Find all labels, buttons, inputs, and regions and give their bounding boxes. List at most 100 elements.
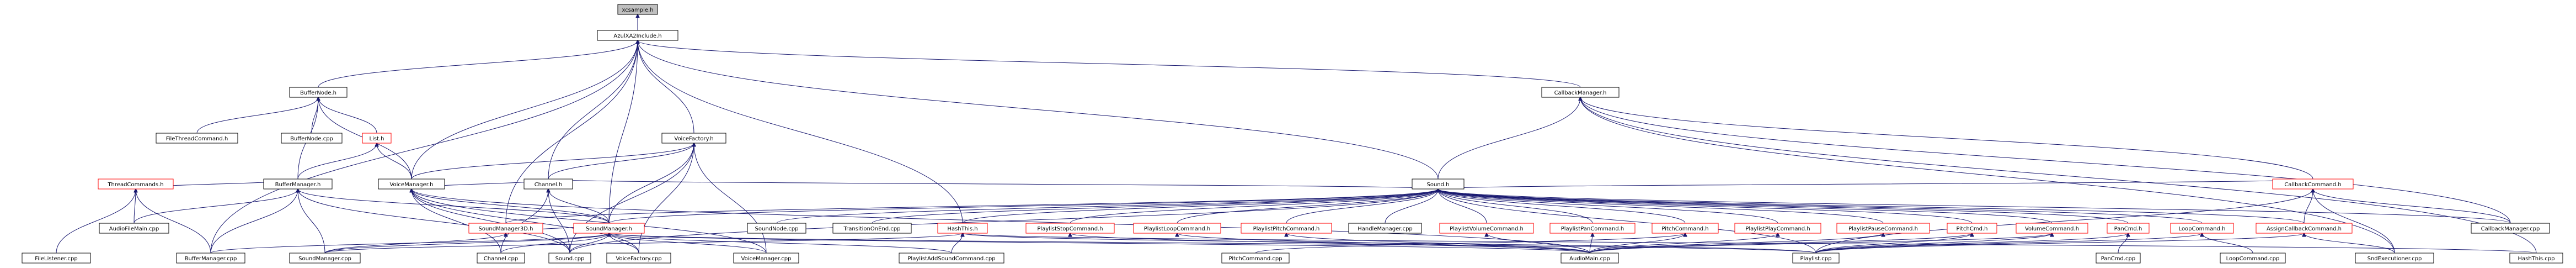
graph-node[interactable]: BufferNode.cpp	[281, 133, 343, 144]
graph-node[interactable]: PlaylistStopCommand.h	[1025, 223, 1115, 234]
graph-node[interactable]: PlaylistVolumeCommand.h	[1439, 223, 1534, 234]
node-box[interactable]	[362, 133, 392, 144]
graph-node[interactable]: AudioFileMain.cpp	[99, 223, 169, 234]
graph-node[interactable]: FileThreadCommand.h	[156, 133, 238, 144]
node-box[interactable]	[1439, 223, 1534, 234]
node-box[interactable]	[2016, 223, 2088, 234]
graph-node[interactable]: VoiceManager.cpp	[733, 253, 799, 264]
graph-node[interactable]: ThreadCommands.h	[98, 178, 174, 190]
node-box[interactable]	[597, 30, 678, 41]
graph-node[interactable]: xcsample.h	[617, 4, 658, 15]
node-box[interactable]	[1549, 223, 1636, 234]
node-box[interactable]	[1221, 253, 1290, 264]
node-box[interactable]	[468, 223, 543, 234]
node-box[interactable]	[747, 223, 806, 234]
node-box[interactable]	[263, 178, 333, 190]
graph-node[interactable]: PlaylistAddSoundCommand.cpp	[899, 253, 1004, 264]
node-box[interactable]	[2509, 253, 2563, 264]
graph-node[interactable]: SoundManager.cpp	[289, 253, 361, 264]
node-box[interactable]	[99, 223, 169, 234]
graph-node[interactable]: PitchCmd.h	[1947, 223, 1997, 234]
graph-node[interactable]: CallbackManager.cpp	[2471, 223, 2550, 234]
node-box[interactable]	[1348, 223, 1422, 234]
graph-node[interactable]: PlaylistPanCommand.h	[1549, 223, 1636, 234]
graph-node[interactable]: VoiceFactory.h	[661, 133, 726, 144]
node-box[interactable]	[2170, 223, 2234, 234]
graph-node[interactable]: BufferNode.h	[289, 87, 348, 98]
node-box[interactable]	[1025, 223, 1115, 234]
graph-node[interactable]: PlaylistLoopCommand.h	[1133, 223, 1221, 234]
node-box[interactable]	[937, 223, 988, 234]
node-box[interactable]	[477, 253, 525, 264]
node-box[interactable]	[661, 133, 726, 144]
graph-node[interactable]: Channel.cpp	[477, 253, 525, 264]
graph-node[interactable]: TransitionOnEnd.cpp	[832, 223, 912, 234]
node-box[interactable]	[832, 223, 912, 234]
graph-node[interactable]: BufferManager.h	[263, 178, 333, 190]
node-box[interactable]	[1560, 253, 1619, 264]
graph-node[interactable]: PlaylistPitchCommand.h	[1241, 223, 1332, 234]
graph-node[interactable]: CallbackManager.h	[1541, 87, 1620, 98]
graph-node[interactable]: PanCmd.h	[2107, 223, 2150, 234]
graph-node[interactable]: PitchCommand.h	[1652, 223, 1719, 234]
graph-node[interactable]: CallbackCommand.h	[2272, 178, 2354, 190]
node-box[interactable]	[1734, 223, 1821, 234]
node-box[interactable]	[156, 133, 238, 144]
graph-node[interactable]: LoopCommand.h	[2170, 223, 2234, 234]
node-box[interactable]	[2256, 223, 2353, 234]
node-box[interactable]	[2471, 223, 2550, 234]
graph-node[interactable]: HashThis.h	[937, 223, 988, 234]
node-box[interactable]	[2272, 178, 2354, 190]
graph-node[interactable]: SoundManager3D.h	[468, 223, 543, 234]
graph-node[interactable]: AzulXA2Include.h	[597, 30, 678, 41]
graph-node[interactable]: SoundManager.h	[573, 223, 645, 234]
node-box[interactable]	[899, 253, 1004, 264]
node-box[interactable]	[2220, 253, 2286, 264]
node-box[interactable]	[1133, 223, 1221, 234]
node-box[interactable]	[1792, 253, 1840, 264]
graph-node[interactable]: FileListener.cpp	[22, 253, 91, 264]
node-box[interactable]	[22, 253, 91, 264]
node-box[interactable]	[617, 4, 658, 15]
node-box[interactable]	[1947, 223, 1997, 234]
node-box[interactable]	[1836, 223, 1930, 234]
graph-node[interactable]: PlaylistPlayCommand.h	[1734, 223, 1821, 234]
graph-node[interactable]: Channel.h	[523, 178, 573, 190]
graph-node[interactable]: VolumeCommand.h	[2016, 223, 2088, 234]
graph-node[interactable]: VoiceFactory.cpp	[606, 253, 671, 264]
node-box[interactable]	[2107, 223, 2150, 234]
graph-node[interactable]: VoiceManager.h	[378, 178, 445, 190]
graph-node[interactable]: Sound.h	[1412, 178, 1465, 190]
graph-node[interactable]: PitchCommand.cpp	[1221, 253, 1290, 264]
node-box[interactable]	[289, 253, 361, 264]
node-box[interactable]	[606, 253, 671, 264]
node-box[interactable]	[98, 178, 174, 190]
graph-node[interactable]: AssignCallbackCommand.h	[2256, 223, 2353, 234]
graph-node[interactable]: PanCmd.cpp	[2096, 253, 2141, 264]
node-box[interactable]	[1241, 223, 1332, 234]
node-box[interactable]	[523, 178, 573, 190]
graph-node[interactable]: SndExecutioner.cpp	[2355, 253, 2434, 264]
graph-node[interactable]: AudioMain.cpp	[1560, 253, 1619, 264]
node-box[interactable]	[733, 253, 799, 264]
node-box[interactable]	[176, 253, 245, 264]
node-box[interactable]	[1412, 178, 1465, 190]
node-box[interactable]	[1541, 87, 1620, 98]
node-box[interactable]	[289, 87, 348, 98]
node-box[interactable]	[1652, 223, 1719, 234]
node-box[interactable]	[548, 253, 591, 264]
graph-node[interactable]: HandleManager.cpp	[1348, 223, 1422, 234]
node-box[interactable]	[573, 223, 645, 234]
graph-node[interactable]: Sound.cpp	[548, 253, 591, 264]
graph-node[interactable]: List.h	[362, 133, 392, 144]
graph-node[interactable]: BufferManager.cpp	[176, 253, 245, 264]
node-box[interactable]	[2355, 253, 2434, 264]
graph-node[interactable]: PlaylistPauseCommand.h	[1836, 223, 1930, 234]
graph-node[interactable]: HashThis.cpp	[2509, 253, 2563, 264]
graph-node[interactable]: SoundNode.cpp	[747, 223, 806, 234]
node-box[interactable]	[2096, 253, 2141, 264]
graph-node[interactable]: LoopCommand.cpp	[2220, 253, 2286, 264]
graph-node[interactable]: Playlist.cpp	[1792, 253, 1840, 264]
node-box[interactable]	[281, 133, 343, 144]
node-box[interactable]	[378, 178, 445, 190]
